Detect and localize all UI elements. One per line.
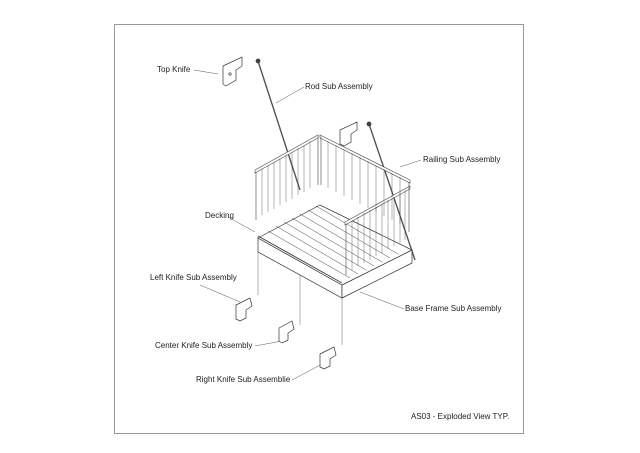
label-rod-sub-assembly: Rod Sub Assembly <box>305 82 373 91</box>
decking-part <box>257 205 399 284</box>
top-knife-part <box>339 121 358 147</box>
label-right-knife: Right Knife Sub Assemblie <box>196 375 291 384</box>
label-railing-sub-assembly: Railing Sub Assembly <box>423 155 501 164</box>
leader-lines <box>193 69 422 381</box>
drawing-frame <box>114 24 524 434</box>
label-top-knife: Top Knife <box>157 65 191 74</box>
rod-end <box>366 121 372 127</box>
knife-parts <box>235 297 337 370</box>
base-frame-part <box>257 204 413 299</box>
rod-end <box>255 58 261 64</box>
center-knife-part <box>278 320 295 344</box>
left-knife-part <box>235 297 253 322</box>
drawing-caption: AS03 - Exploded View TYP. <box>411 412 510 421</box>
label-base-frame: Base Frame Sub Assembly <box>405 304 502 313</box>
railing-sub-assembly-part <box>254 134 411 275</box>
label-center-knife: Center Knife Sub Assembly <box>155 341 253 350</box>
assembly-lines <box>257 252 343 345</box>
right-knife-part <box>319 346 337 370</box>
label-left-knife: Left Knife Sub Assembly <box>150 273 237 282</box>
top-knife-part <box>222 56 243 87</box>
label-decking: Decking <box>205 211 234 220</box>
